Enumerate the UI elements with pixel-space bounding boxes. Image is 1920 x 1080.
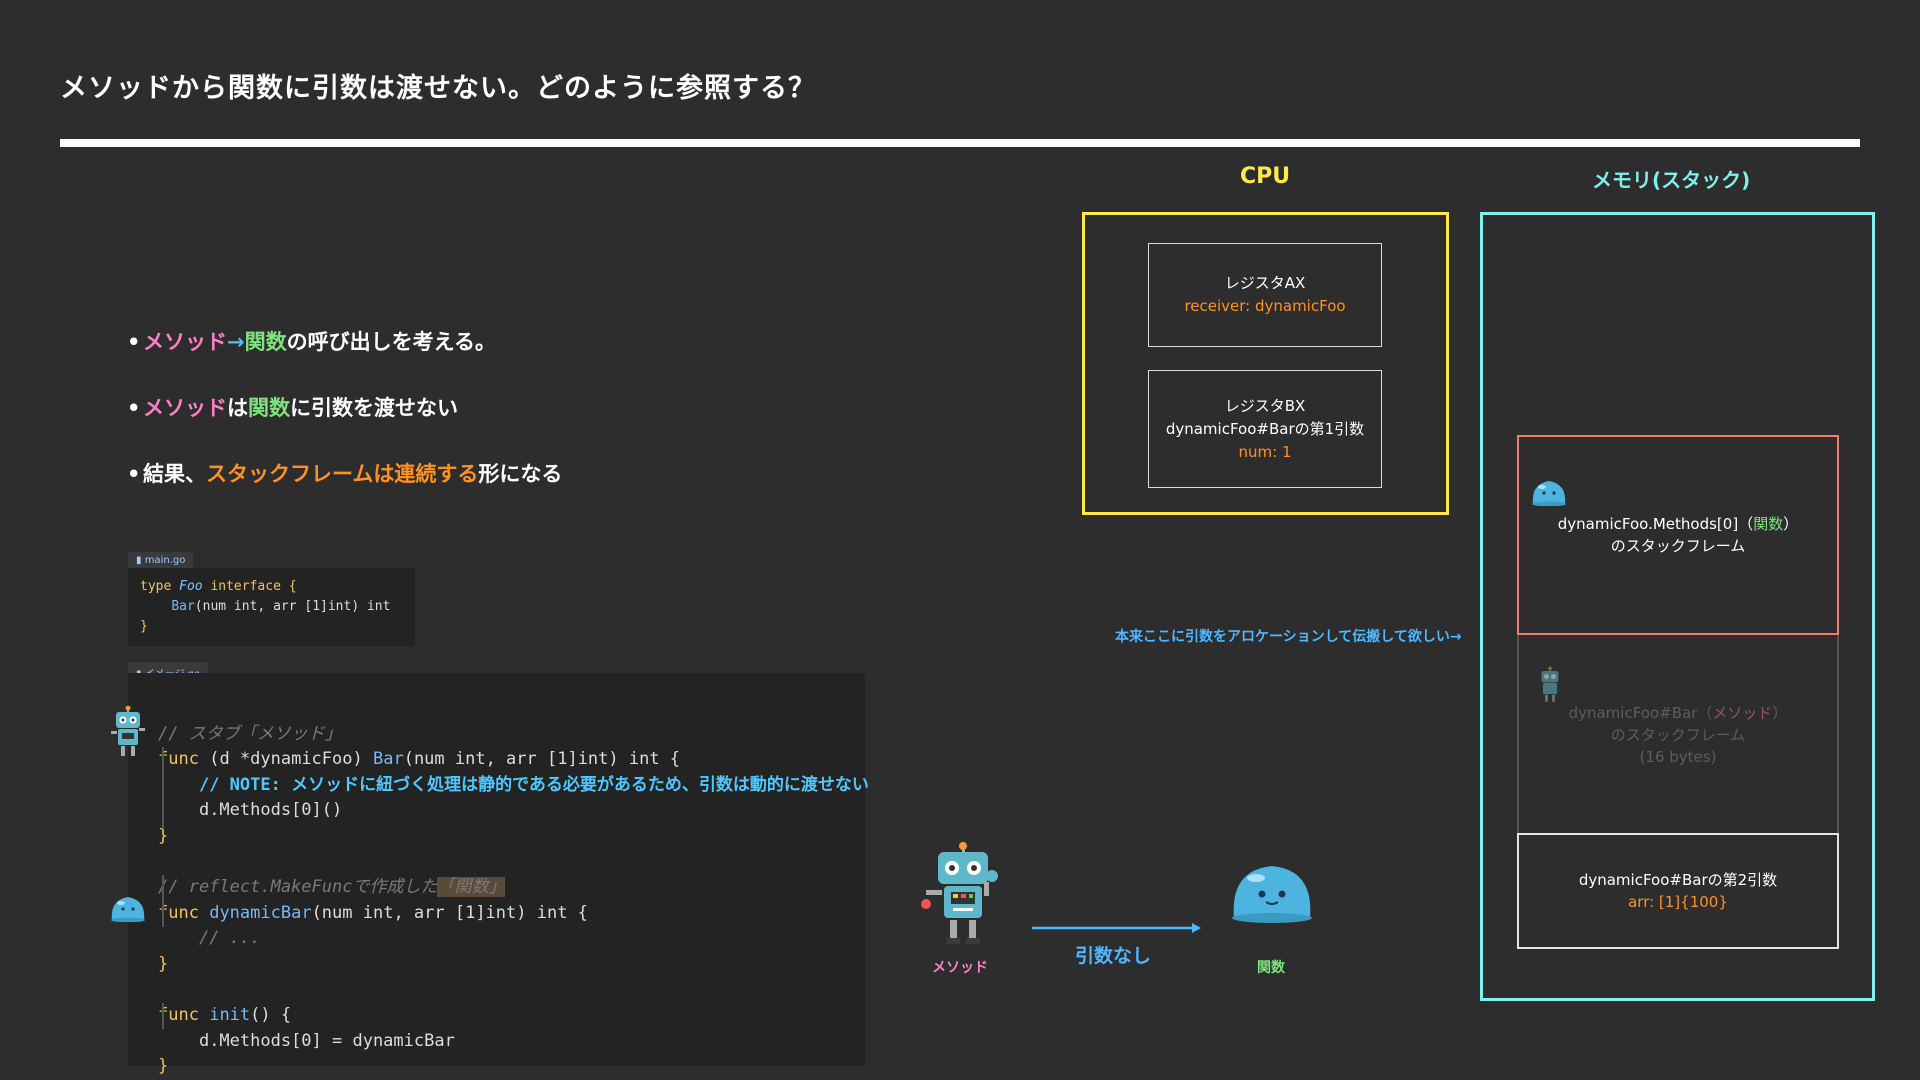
- memory-label: メモリ(スタック): [1592, 168, 1751, 192]
- frame-text: dynamicFoo#Bar（: [1568, 704, 1713, 722]
- code-token: Bar: [171, 599, 195, 614]
- code-token: func: [158, 1005, 199, 1026]
- register-name: レジスタAX: [1224, 274, 1306, 292]
- frame-size: (16 bytes): [1639, 748, 1717, 766]
- robot-icon: [1541, 666, 1559, 702]
- code-token: type: [140, 579, 172, 594]
- code-comment: // NOTE: メソッドに紐づく処理は静的である必要があるため、引数は動的に渡…: [199, 775, 869, 795]
- register-value: num: 1: [1238, 442, 1292, 461]
- arrow-right-icon: [1032, 923, 1201, 933]
- frame-title: dynamicFoo.Methods[0]（関数）: [1519, 513, 1837, 535]
- bullet-dot: •: [127, 462, 141, 486]
- method-term: メソッド: [1712, 704, 1773, 722]
- frame-text: ）: [1783, 515, 1799, 533]
- code-token: dynamicBar: [209, 902, 312, 923]
- bullet-item: •メソッドは関数に引数を渡せない: [127, 392, 562, 458]
- arrow-text: →: [227, 330, 245, 354]
- code-token: {: [288, 579, 297, 594]
- code-token: (num int, arr [1]int) int {: [403, 749, 681, 770]
- method-caption: メソッド: [932, 960, 988, 976]
- code-note-prefix: // NOTE:: [198, 774, 281, 795]
- file-icon: ▮: [136, 555, 142, 566]
- code-token: (num int, arr [1]int) int: [194, 599, 391, 614]
- code-token: d.Methods[0](): [198, 800, 343, 821]
- code-token: d.Methods[0] = dynamicBar: [198, 1030, 455, 1051]
- code-token: }: [158, 1056, 169, 1077]
- allocation-note: 本来ここに引数をアロケーションして伝搬して欲しい→: [1115, 629, 1462, 645]
- code-token: () {: [250, 1005, 292, 1026]
- bullet-item: •メソッド→関数の呼び出しを考える。: [127, 326, 562, 392]
- register-ax: レジスタAX receiver: dynamicFoo: [1148, 243, 1382, 347]
- frame-subtitle: のスタックフレーム: [1610, 537, 1746, 555]
- slime-icon: [1532, 481, 1566, 506]
- code-token: init: [209, 1005, 251, 1026]
- frame-value: arr: [1]{100}: [1628, 893, 1728, 911]
- bullet-dot: •: [127, 396, 141, 420]
- func-term: 関数: [1753, 515, 1784, 533]
- bullet-text: は: [227, 396, 248, 420]
- bullet-text: の呼び出しを考える。: [286, 330, 496, 354]
- func-caption: 関数: [1257, 960, 1285, 976]
- code-comment: // スタブ「メソッド」: [158, 723, 342, 744]
- slide-title: メソッドから関数に引数は渡せない。どのように参照する？: [60, 73, 816, 104]
- indent-guide: [162, 747, 164, 829]
- register-bx: レジスタBX dynamicFoo#Barの第1引数 num: 1: [1148, 370, 1382, 488]
- register-value: receiver: dynamicFoo: [1184, 297, 1346, 315]
- code-comment-tag: 「関数」: [437, 877, 506, 898]
- code-token: Foo: [179, 579, 203, 594]
- bullet-item: •結果、スタックフレームは連続する形になる: [127, 458, 562, 524]
- code-token: (d *dynamicFoo): [209, 749, 363, 770]
- bullet-text: 形になる: [478, 462, 563, 486]
- slime-icon: [111, 897, 145, 922]
- bullet-list: •メソッド→関数の呼び出しを考える。 •メソッドは関数に引数を渡せない •結果、…: [127, 326, 562, 524]
- robot-icon: [921, 842, 998, 944]
- code-comment: // ...: [198, 928, 261, 949]
- memory-container: [1480, 212, 1875, 1001]
- method-term: メソッド: [143, 330, 227, 354]
- code-token: (num int, arr [1]int) int {: [311, 902, 588, 923]
- register-name: レジスタBX: [1224, 396, 1306, 415]
- stack-frame-argument: dynamicFoo#Barの第2引数 arr: [1]{100}: [1517, 833, 1839, 949]
- code-token: }: [158, 953, 169, 974]
- code-token: }: [140, 619, 148, 634]
- title-divider: [60, 139, 1860, 147]
- method-term: メソッド: [143, 396, 227, 420]
- code-token: func: [158, 749, 199, 770]
- slime-icon: [1232, 866, 1312, 923]
- cpu-label: CPU: [1240, 164, 1291, 189]
- cpu-container: [1082, 212, 1449, 515]
- func-term: 関数: [248, 396, 290, 420]
- code-tab-main[interactable]: ▮ main.go: [128, 552, 194, 569]
- func-term: 関数: [244, 330, 287, 354]
- code-comment: // reflect.MakeFuncで作成した: [158, 877, 438, 898]
- frame-title: dynamicFoo#Barの第2引数: [1578, 871, 1778, 889]
- code-token: func: [158, 902, 199, 923]
- indent-guide: [162, 875, 164, 927]
- code-filename: main.go: [144, 555, 186, 566]
- no-args-label: 引数なし: [1075, 945, 1152, 967]
- frame-title: dynamicFoo#Bar（メソッド）: [1519, 702, 1837, 724]
- frame-text: dynamicFoo.Methods[0]（: [1557, 515, 1754, 533]
- stack-frame-function: dynamicFoo.Methods[0]（関数） のスタックフレーム: [1517, 435, 1839, 635]
- code-note-text: メソッドに紐づく処理は静的である必要があるため、引数は動的に渡せない: [291, 774, 869, 795]
- bullet-text: に引数を渡せない: [290, 396, 458, 420]
- register-desc: dynamicFoo#Barの第1引数: [1165, 419, 1365, 438]
- stack-frame-method: dynamicFoo#Bar（メソッド） のスタックフレーム (16 bytes…: [1517, 635, 1839, 835]
- highlight-term: スタックフレームは連続する: [206, 462, 479, 486]
- bullet-dot: •: [127, 330, 141, 354]
- code-token: interface: [210, 579, 281, 594]
- bullet-text: 結果、: [143, 462, 206, 486]
- robot-icon: [111, 706, 145, 756]
- code-block-main: type Foo interface { Bar(num int, arr [1…: [128, 568, 415, 646]
- code-token: }: [158, 825, 169, 846]
- frame-text: ）: [1772, 704, 1788, 722]
- code-token: Bar: [372, 749, 404, 770]
- code-block-image: // スタブ「メソッド」 func (d *dynamicFoo) Bar(nu…: [128, 673, 869, 1076]
- frame-subtitle: のスタックフレーム: [1610, 726, 1746, 744]
- indent-guide: [162, 1003, 164, 1029]
